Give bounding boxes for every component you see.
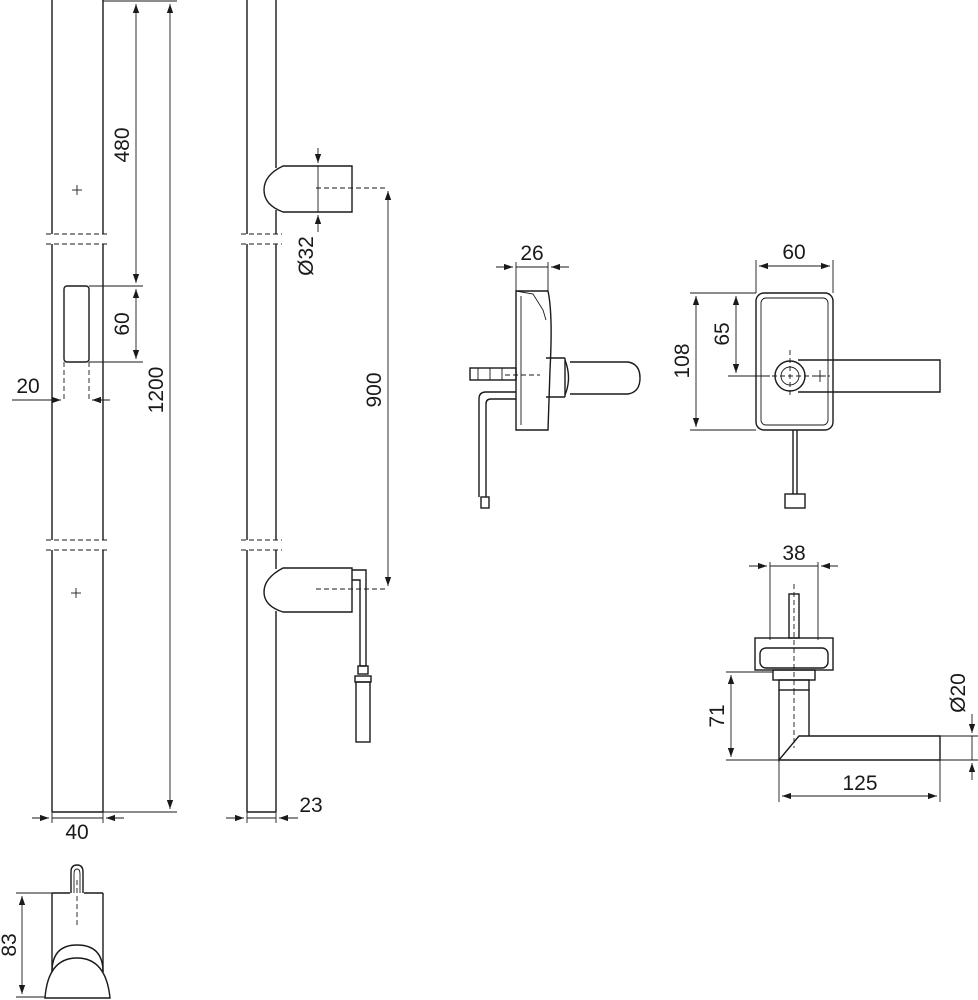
- side-view-bar: [241, 0, 282, 813]
- dim-83-label: 83: [0, 933, 21, 956]
- mount-point-lower: [71, 588, 81, 598]
- dim-65: 65: [711, 296, 770, 377]
- dim-20-dia: Ø20: [940, 673, 978, 780]
- dim-108-label: 108: [671, 343, 694, 378]
- break-mark-lower: [46, 539, 109, 551]
- lower-bar-holder: [263, 567, 385, 743]
- lever-handle-view: [754, 584, 941, 762]
- dim-20-label: 20: [16, 375, 39, 398]
- dim-125-label: 125: [842, 772, 877, 795]
- dim-108: 108: [671, 292, 756, 431]
- dim-20: 20: [12, 375, 110, 404]
- dim-83: 83: [0, 892, 52, 998]
- end-cap-view: [44, 864, 111, 999]
- dim-20-dia-label: Ø20: [947, 673, 970, 713]
- dim-71: 71: [706, 671, 779, 761]
- upper-bar-holder: [263, 165, 385, 213]
- dim-26: 26: [496, 242, 569, 291]
- dim-32-dia: Ø32: [295, 148, 322, 276]
- dim-480: 480: [89, 0, 143, 287]
- dim-60-plate-label: 60: [782, 241, 805, 264]
- break-mark-upper: [46, 233, 109, 245]
- dim-32-label: Ø32: [295, 236, 318, 276]
- dim-65-label: 65: [711, 322, 734, 345]
- reader-cutout: [63, 285, 90, 363]
- dim-38-label: 38: [782, 542, 805, 565]
- dim-1200: 1200: [103, 0, 177, 813]
- reader-front-view: [755, 292, 941, 509]
- dim-900-label: 900: [363, 372, 386, 407]
- dim-71-label: 71: [706, 704, 729, 727]
- reader-side-view: [469, 290, 641, 509]
- dim-60-cutout: 60: [89, 289, 143, 363]
- dim-26-label: 26: [520, 242, 543, 265]
- mount-point-upper: [72, 185, 82, 195]
- dim-40-label: 40: [65, 821, 88, 844]
- dim-900: 900: [363, 191, 392, 586]
- dim-60-plate: 60: [755, 241, 834, 293]
- dim-480-label: 480: [111, 127, 134, 162]
- dim-23-label: 23: [299, 794, 322, 817]
- dim-38: 38: [749, 542, 838, 640]
- dim-23: 23: [226, 794, 323, 823]
- dim-125: 125: [778, 760, 941, 802]
- dim-60-cutout-label: 60: [111, 312, 134, 335]
- dim-1200-label: 1200: [145, 367, 168, 414]
- front-view-bar: [46, 0, 109, 813]
- dim-40: 40: [32, 812, 124, 844]
